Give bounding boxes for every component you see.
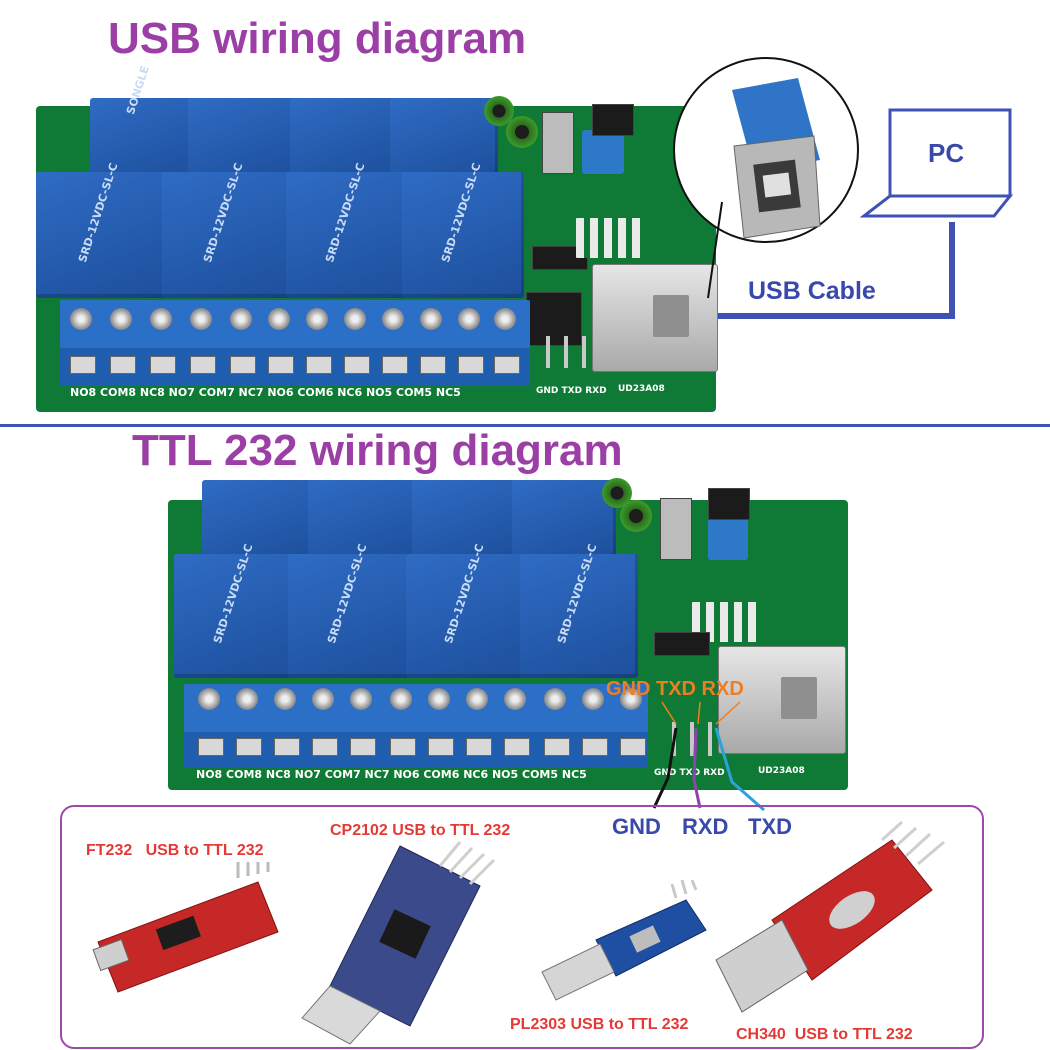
pc-label: PC xyxy=(928,138,965,168)
capacitor xyxy=(620,500,652,532)
usb-port-opening xyxy=(781,677,817,719)
relay: SRD-12VDC-SL-C xyxy=(520,542,638,678)
header-pin xyxy=(690,722,694,756)
relay: SRD-12VDC-SL-C xyxy=(406,542,526,678)
ttl-wiring-title: TTL 232 wiring diagram xyxy=(132,426,623,475)
relay xyxy=(202,480,314,558)
header-pin xyxy=(708,722,712,756)
relay xyxy=(308,480,418,558)
relay xyxy=(188,98,300,176)
zoom-pointer-line xyxy=(707,201,723,299)
usb-connector-zoom xyxy=(673,57,859,243)
pin-callout-lines xyxy=(661,701,741,725)
relay: SRD-12VDC-SL-C xyxy=(36,162,168,298)
header-pin xyxy=(564,336,568,368)
usb-cable-line xyxy=(718,222,955,319)
relay: SONGLE xyxy=(90,64,202,176)
header-pin xyxy=(546,336,550,368)
power-terminal xyxy=(582,130,624,174)
ic-chip xyxy=(526,292,582,346)
power-jack xyxy=(708,488,750,520)
header-pin xyxy=(582,336,586,368)
ch340-module-image xyxy=(715,820,945,1013)
usb-port-opening xyxy=(653,295,689,337)
board-pin-callout: GND TXD RXD xyxy=(606,678,744,700)
header-pin-labels: GND TXD RXD xyxy=(654,768,725,778)
voltage-regulator xyxy=(660,498,692,560)
adapter-pin-rxd: RXD xyxy=(682,814,729,839)
pl2303-module-image xyxy=(541,880,707,1001)
module-label-ch340: CH340 USB to TTL 232 xyxy=(736,1026,913,1043)
power-terminal xyxy=(708,516,748,560)
usb-b-port xyxy=(718,646,846,754)
usb-ttl-modules-panel xyxy=(60,805,984,1049)
terminal-block xyxy=(184,684,648,732)
usb-b-port xyxy=(592,264,718,372)
usb-cable-label: USB Cable xyxy=(748,277,876,305)
relay: SRD-12VDC-SL-C xyxy=(162,162,292,298)
voltage-regulator xyxy=(542,112,574,174)
ic-chip xyxy=(532,246,588,270)
relay xyxy=(390,98,498,176)
header-pin-labels: GND TXD RXD xyxy=(536,386,607,396)
section-divider xyxy=(0,424,1050,427)
module-label-cp2102: CP2102 USB to TTL 232 xyxy=(330,822,511,839)
relay: SRD-12VDC-SL-C xyxy=(288,542,410,678)
led-array xyxy=(576,218,646,258)
power-jack xyxy=(592,104,634,136)
module-label-pl2303: PL2303 USB to TTL 232 xyxy=(510,1016,689,1033)
adapter-pin-txd: TXD xyxy=(748,814,792,839)
ttl-wires xyxy=(652,727,765,812)
usb-wiring-title: USB wiring diagram xyxy=(108,14,527,63)
adapter-pin-gnd: GND xyxy=(612,814,661,839)
terminal-labels: NO8 COM8 NC8 NO7 COM7 NC7 NO6 COM6 NC6 N… xyxy=(196,768,587,781)
ft232-module-image xyxy=(92,862,279,993)
cp2102-module-image xyxy=(301,841,496,1045)
terminal-block-base xyxy=(60,348,530,386)
relay-board-top: SONGLE SRD-12VDC-SL-C SRD-12VDC-SL-C SRD… xyxy=(36,64,718,412)
relay xyxy=(290,98,394,176)
relay: SRD-12VDC-SL-C xyxy=(286,162,410,298)
ic-chip xyxy=(654,632,710,656)
pc-laptop-icon xyxy=(860,108,1014,218)
relay: SRD-12VDC-SL-C xyxy=(174,542,298,678)
module-label-ft232: FT232 USB to TTL 232 xyxy=(86,842,264,859)
capacitor xyxy=(506,116,538,148)
terminal-labels: NO8 COM8 NC8 NO7 COM7 NC7 NO6 COM6 NC6 N… xyxy=(70,386,461,399)
board-id: UD23A08 xyxy=(618,384,665,394)
relay xyxy=(512,480,616,558)
terminal-block xyxy=(60,300,530,348)
board-id: UD23A08 xyxy=(758,766,805,776)
relay: SRD-12VDC-SL-C xyxy=(402,162,524,298)
relay xyxy=(412,480,516,558)
